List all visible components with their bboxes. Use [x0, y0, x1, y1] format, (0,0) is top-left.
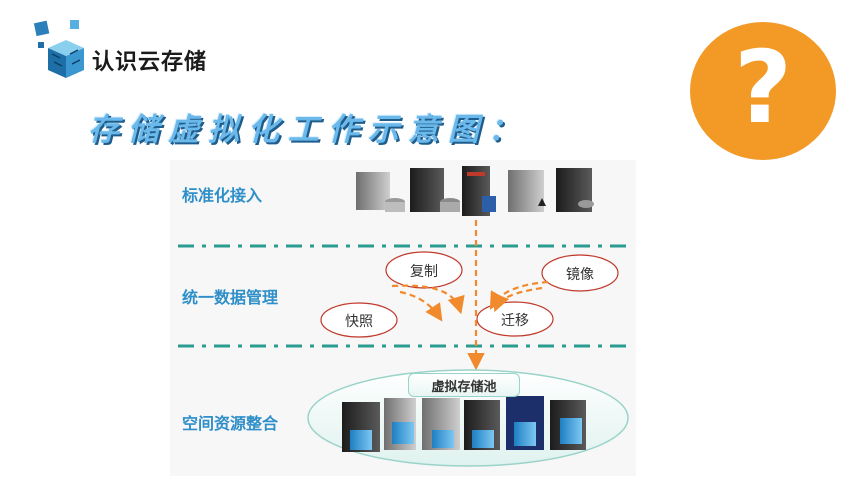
diagram-graphics [178, 166, 632, 467]
layer-label-access: 标准化接入 [182, 186, 263, 205]
op-label-mirror: 镜像 [566, 267, 594, 283]
op-label-copy: 复制 [410, 264, 438, 280]
pool-servers [342, 396, 586, 452]
op-label-migrate: 迁移 [501, 313, 529, 329]
flow-arrows [391, 220, 549, 371]
layer-label-management: 统一数据管理 [182, 288, 279, 307]
virtual-pool-label: 虚拟存储池 [408, 373, 520, 397]
op-label-snapshot: 快照 [345, 314, 373, 330]
snapshot-ellipse [320, 302, 398, 338]
section-title: 认识云存储 [92, 50, 208, 75]
help-question-icon: ? [690, 22, 836, 160]
copy-ellipse [385, 251, 463, 289]
storage-virtualization-diagram: 标准化接入 统一数据管理 空间资源整合 复制 镜像 快照 迁移 虚拟存储池 [170, 160, 636, 476]
help-symbol: ? [733, 29, 792, 146]
cube-logo-icon [30, 18, 90, 82]
layer-label-integration: 空间资源整合 [182, 414, 279, 433]
page-subtitle: 存储虚拟化工作示意图： [88, 112, 528, 148]
access-servers [356, 166, 594, 216]
mirror-ellipse [541, 254, 619, 292]
